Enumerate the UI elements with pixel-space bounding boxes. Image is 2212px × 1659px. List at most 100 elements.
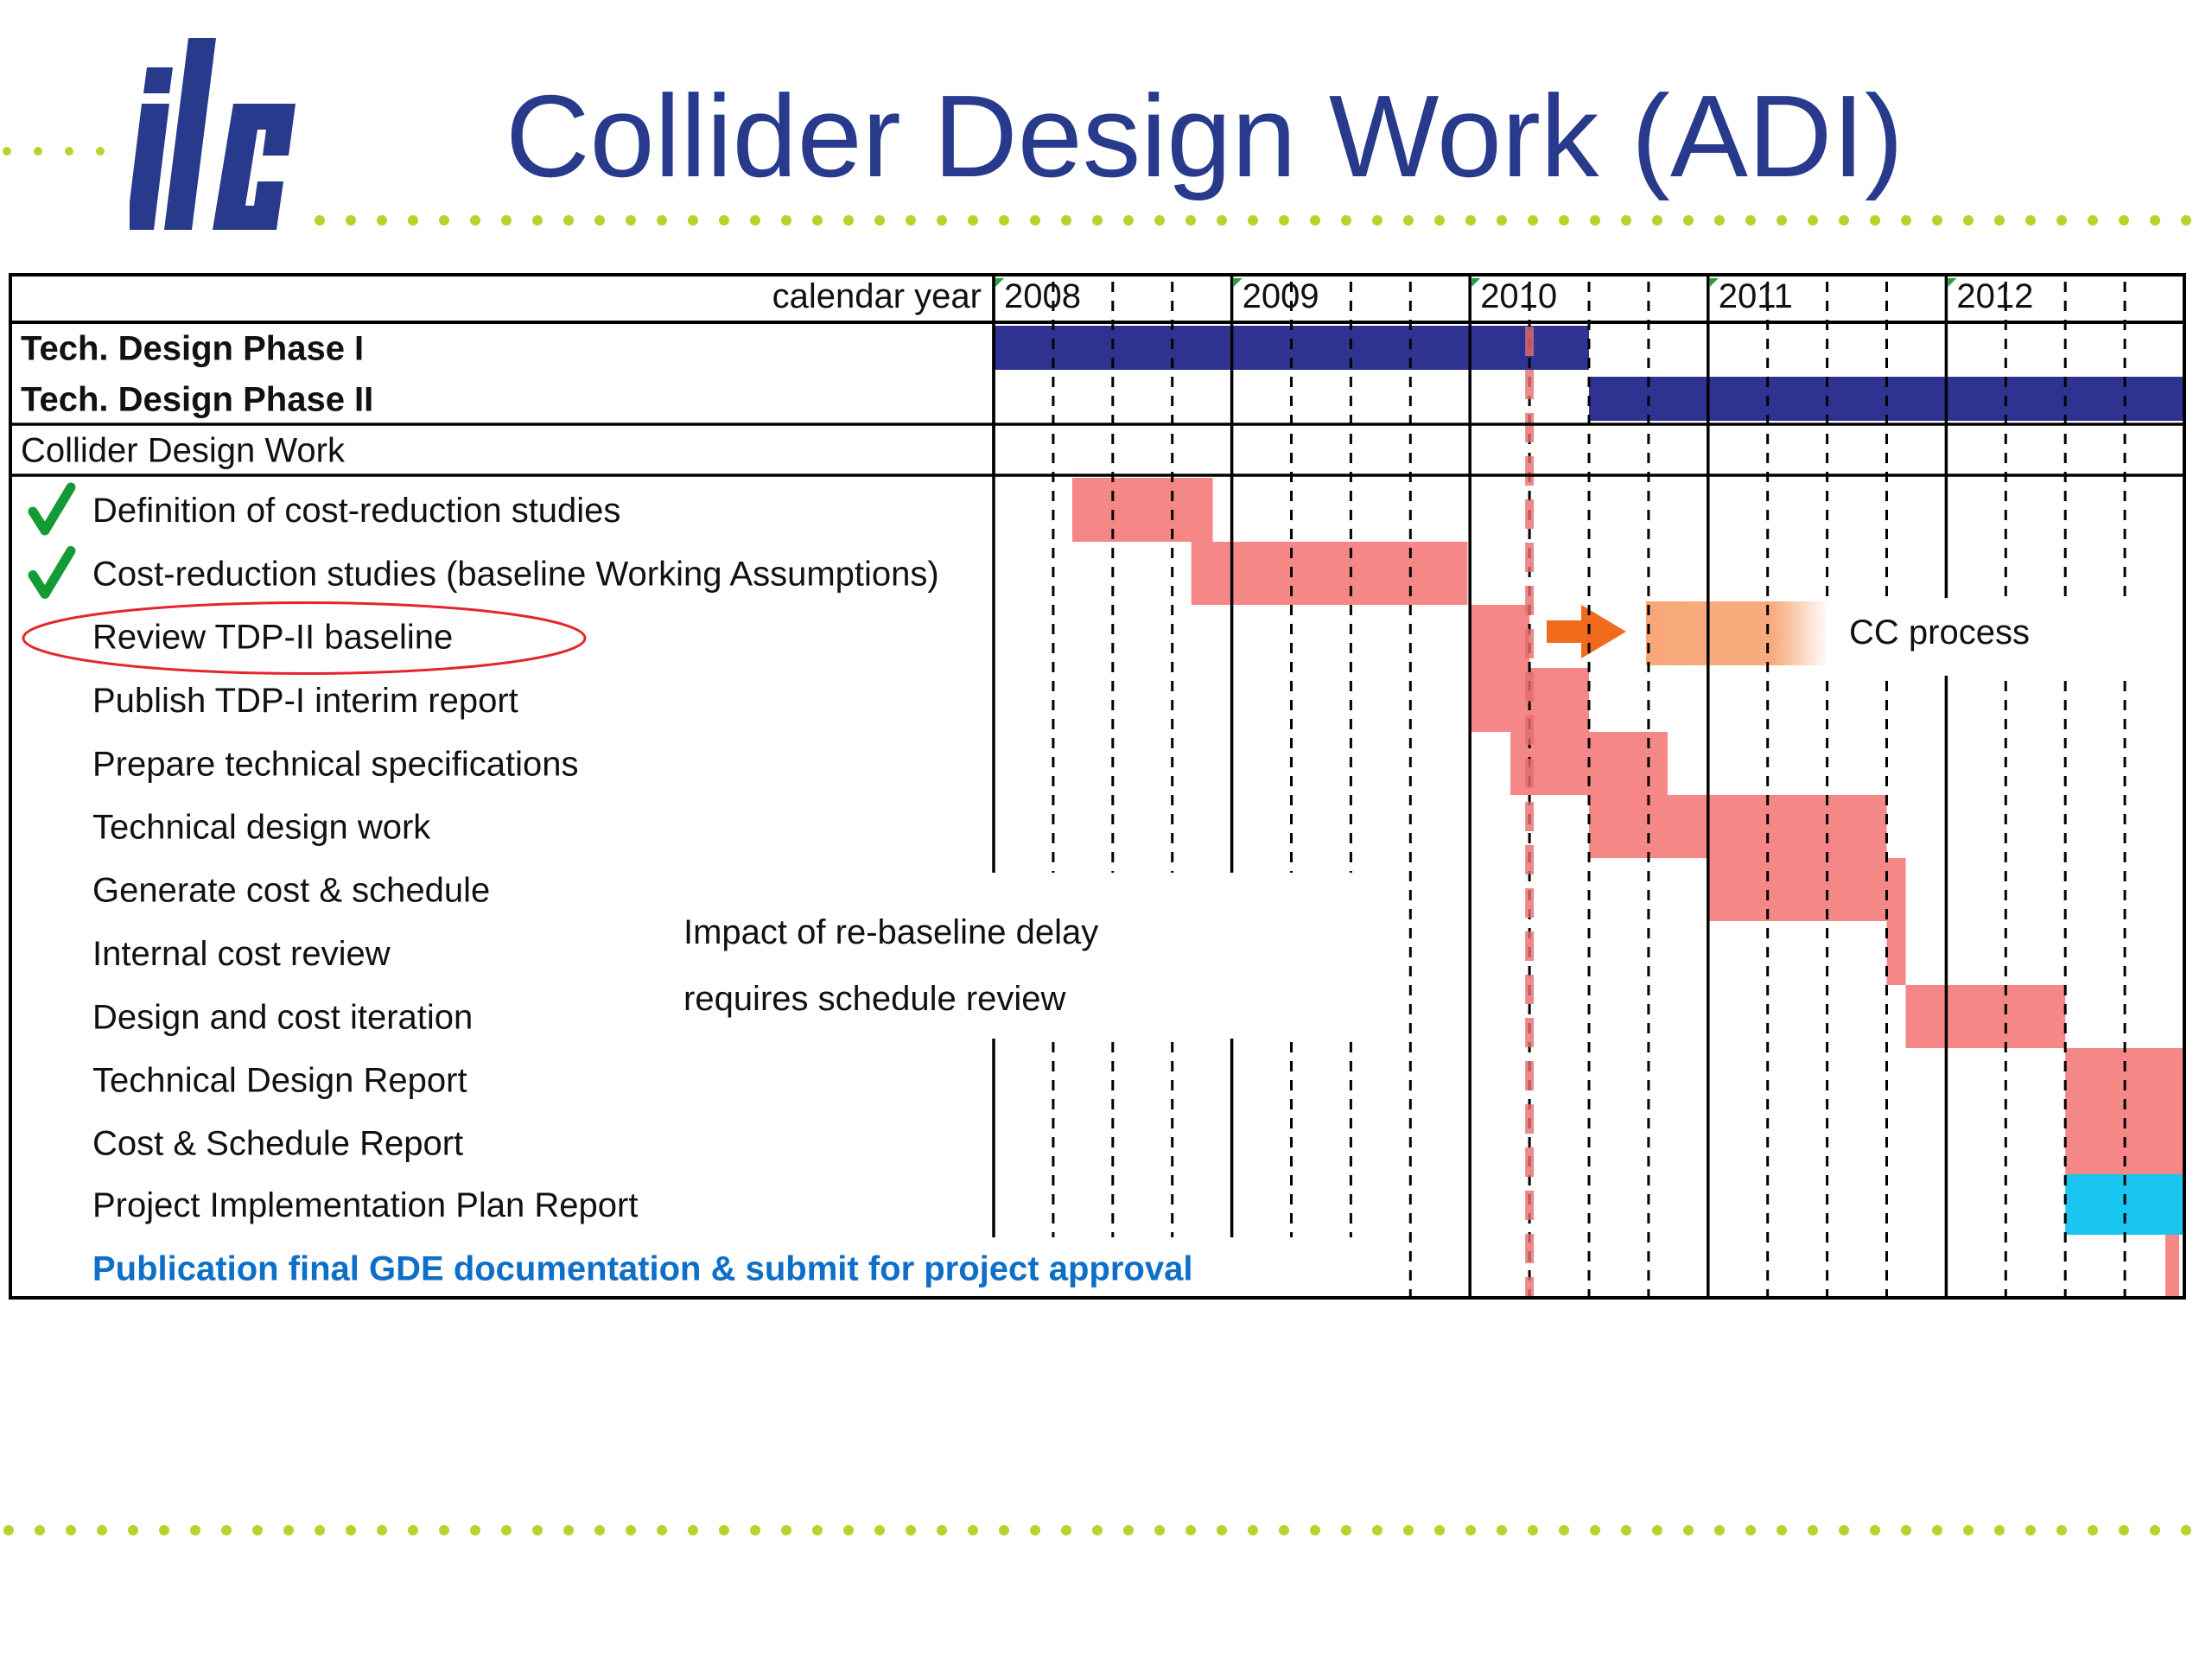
dot xyxy=(1061,215,1071,226)
dot xyxy=(1621,1525,1631,1535)
dot xyxy=(1808,215,1818,226)
dot xyxy=(439,1525,449,1535)
dot xyxy=(1963,1525,1974,1535)
dot xyxy=(626,1525,636,1535)
row-label: Publish TDP-I interim report xyxy=(92,682,518,720)
dot xyxy=(1994,215,2005,226)
dot xyxy=(1154,1525,1165,1535)
dot xyxy=(843,215,854,226)
frame-layer xyxy=(9,273,2186,1300)
dot xyxy=(1683,215,1694,226)
row-label: Definition of cost-reduction studies xyxy=(92,492,620,530)
logo-l-stem xyxy=(164,38,216,230)
year-tick-label: 2010 xyxy=(1480,277,1557,315)
row-label: Generate cost & schedule xyxy=(92,872,490,910)
dot xyxy=(128,1525,138,1535)
dot xyxy=(563,215,574,226)
year-tick-label: 2011 xyxy=(1719,277,1793,315)
dot xyxy=(563,1525,574,1535)
dot xyxy=(1839,215,1849,226)
row-label: Tech. Design Phase I xyxy=(21,330,364,368)
dot xyxy=(1372,215,1382,226)
dot xyxy=(283,1525,294,1535)
ilc-logo xyxy=(130,38,296,230)
dot xyxy=(66,1525,76,1535)
dot xyxy=(439,215,449,226)
dot xyxy=(1528,1525,1538,1535)
page-title: Collider Design Work (ADI) xyxy=(505,71,1904,201)
dot xyxy=(1590,1525,1600,1535)
dot xyxy=(190,1525,200,1535)
dot xyxy=(1372,1525,1382,1535)
dot xyxy=(1777,1525,1787,1535)
dot xyxy=(346,1525,356,1535)
dot xyxy=(96,147,105,156)
bar-6 xyxy=(1470,605,1530,668)
dot xyxy=(2025,1525,2036,1535)
dot xyxy=(1994,1525,2005,1535)
dot xyxy=(1434,215,1445,226)
dot xyxy=(2119,215,2129,226)
dot xyxy=(1061,1525,1071,1535)
dot xyxy=(2088,215,2098,226)
dot xyxy=(252,1525,263,1535)
row-label: Technical design work xyxy=(92,809,431,847)
dot xyxy=(3,147,11,156)
x-axis-label: calendar year xyxy=(772,277,982,315)
dot xyxy=(1123,1525,1134,1535)
row-label: Internal cost review xyxy=(92,935,391,973)
chart-frame xyxy=(9,273,2186,1300)
arrow-icon xyxy=(1547,605,1626,658)
dot xyxy=(3,1525,14,1535)
checkmark-icon xyxy=(28,482,76,536)
bar-11 xyxy=(1886,921,1906,985)
cc-process-label: CC process xyxy=(1849,613,2030,652)
dot xyxy=(1808,1525,1818,1535)
dot xyxy=(719,215,729,226)
dot xyxy=(1465,215,1476,226)
dot xyxy=(657,215,667,226)
dot xyxy=(1901,1525,1911,1535)
row-label: Review TDP-II baseline xyxy=(92,619,453,657)
year-marker-icon xyxy=(1471,278,1481,287)
dot xyxy=(1341,1525,1351,1535)
year-tick-label: 2012 xyxy=(1956,277,2033,315)
dot xyxy=(2056,215,2067,226)
logo-i-stem xyxy=(130,104,169,230)
bar-4 xyxy=(1071,478,1213,542)
dot xyxy=(1403,1525,1414,1535)
dot xyxy=(2119,1525,2129,1535)
dot xyxy=(221,1525,232,1535)
dot xyxy=(315,215,325,226)
dot xyxy=(408,1525,418,1535)
dot xyxy=(377,1525,387,1535)
dot xyxy=(1745,1525,1756,1535)
dot xyxy=(1030,1525,1040,1535)
dot xyxy=(2088,1525,2098,1535)
dot xyxy=(1341,215,1351,226)
dotted-line-bottom xyxy=(3,1525,2191,1535)
dot xyxy=(688,1525,698,1535)
cc-process-bar xyxy=(1645,601,1829,665)
dot xyxy=(470,215,480,226)
dot xyxy=(1248,1525,1258,1535)
dot xyxy=(1185,215,1196,226)
row-label: Publication final GDE documentation & su… xyxy=(92,1250,1192,1288)
dot xyxy=(1932,215,1942,226)
annotation-line: requires schedule review xyxy=(683,980,1066,1018)
dot xyxy=(781,215,791,226)
dot xyxy=(750,1525,760,1535)
dot xyxy=(874,215,885,226)
dot xyxy=(501,1525,512,1535)
final-row-backdrop xyxy=(86,1237,1378,1296)
annotation-backdrop xyxy=(674,873,1400,1039)
dot xyxy=(999,215,1009,226)
dot xyxy=(470,1525,480,1535)
year-marker-icon xyxy=(1709,278,1719,287)
dot xyxy=(1279,215,1289,226)
dot xyxy=(2025,215,2036,226)
dot xyxy=(159,1525,169,1535)
dot xyxy=(812,1525,823,1535)
dot xyxy=(1092,1525,1103,1535)
